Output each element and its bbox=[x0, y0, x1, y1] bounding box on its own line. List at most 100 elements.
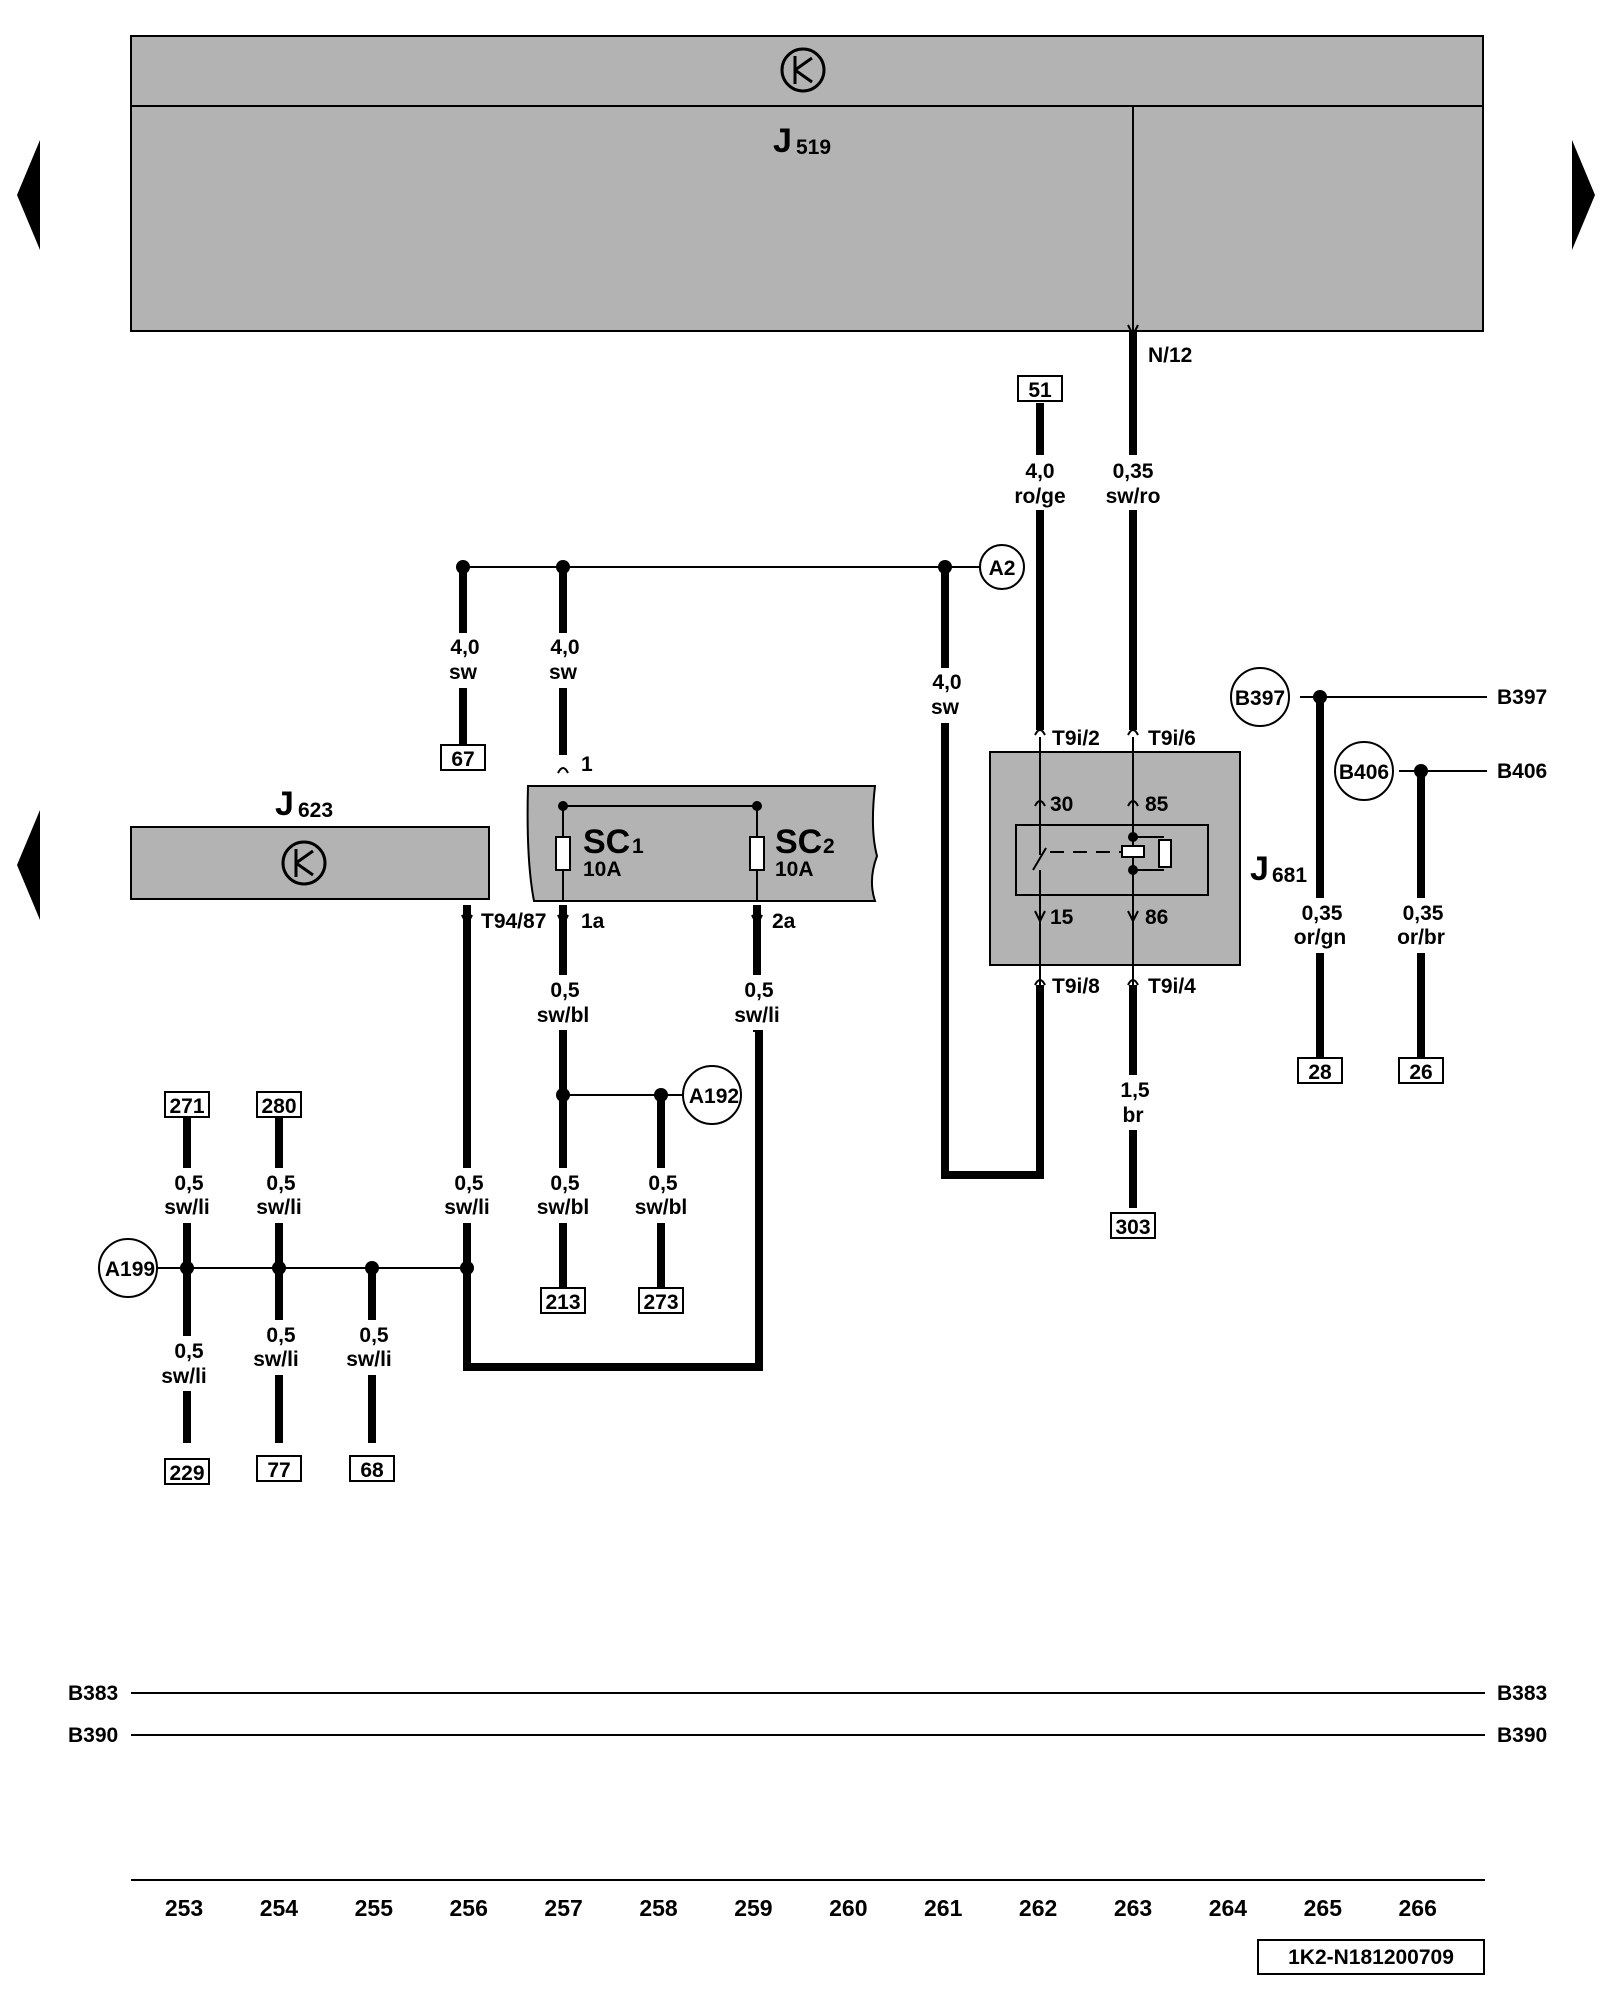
bus-b390-right: B390 bbox=[1497, 1724, 1547, 1747]
wire-266-size: 0,35 bbox=[1403, 902, 1444, 925]
ref-213: 213 bbox=[545, 1291, 580, 1314]
prev-page-arrow-icon[interactable] bbox=[17, 140, 40, 250]
wire-262-size: 4,0 bbox=[1025, 460, 1054, 483]
node-b406: B406 bbox=[1334, 741, 1394, 801]
ref-51: 51 bbox=[1028, 379, 1052, 402]
ref-67: 67 bbox=[451, 748, 474, 771]
pin-t9i6: T9i/6 bbox=[1148, 727, 1196, 750]
wire-261-size: 4,0 bbox=[932, 671, 961, 694]
fuse-sc1-icon bbox=[555, 836, 571, 871]
ref-303: 303 bbox=[1115, 1216, 1150, 1239]
wire-255-down-size: 0,5 bbox=[359, 1324, 389, 1347]
wire-256-low-color: sw/li bbox=[444, 1196, 490, 1219]
document-id: 1K2-N181200709 bbox=[1288, 1946, 1454, 1969]
wire-265-size: 0,35 bbox=[1302, 902, 1343, 925]
ref-271: 271 bbox=[169, 1095, 204, 1118]
sc2-subscript: 2 bbox=[823, 835, 835, 858]
wire-263-size: 0,35 bbox=[1113, 460, 1154, 483]
wire-259-mid-size: 0,5 bbox=[744, 979, 774, 1002]
reference-boxes: 51 67 28 26 303 271 280 213 273 229 77 6… bbox=[164, 375, 1444, 1485]
axis-label-258: 258 bbox=[639, 1895, 678, 1921]
axis-label-263: 263 bbox=[1114, 1895, 1152, 1921]
j681-subscript: 681 bbox=[1272, 864, 1307, 887]
splice-dots bbox=[180, 560, 1428, 1275]
j681-relay: J 681 bbox=[989, 737, 1307, 985]
j519-letter: J bbox=[773, 122, 792, 160]
pin-relay85: 85 bbox=[1145, 793, 1169, 816]
j623-control-unit: J 623 bbox=[130, 785, 490, 900]
wire-257-low-color: sw/bl bbox=[537, 1196, 590, 1219]
wire-265-color: or/gn bbox=[1294, 926, 1347, 949]
node-a192-label: A192 bbox=[689, 1085, 739, 1108]
bus-b390-left: B390 bbox=[68, 1724, 118, 1747]
wire-254-up-color: sw/li bbox=[256, 1196, 302, 1219]
j623-letter: J bbox=[275, 785, 294, 823]
node-b397: B397 bbox=[1230, 667, 1290, 727]
relay-diode-icon bbox=[1158, 839, 1172, 868]
wire-262-color: ro/ge bbox=[1014, 485, 1065, 508]
j519-control-unit: J 519 bbox=[130, 35, 1484, 332]
axis-label-259: 259 bbox=[734, 1895, 772, 1921]
sc1-name: SC bbox=[583, 823, 630, 861]
node-a2: A2 bbox=[979, 544, 1025, 590]
bus-lines: B383 B383 B390 B390 bbox=[68, 1682, 1547, 1747]
ref-273: 273 bbox=[643, 1291, 678, 1314]
ref-77: 77 bbox=[267, 1459, 290, 1482]
pin-t9i8: T9i/8 bbox=[1052, 975, 1100, 998]
pin-sc1-out: 1a bbox=[581, 910, 605, 933]
pin-t94-87: T94/87 bbox=[481, 910, 546, 933]
axis-label-255: 255 bbox=[355, 1895, 394, 1921]
sc2-rating: 10A bbox=[775, 858, 814, 881]
bus-b383-right: B383 bbox=[1497, 1682, 1547, 1705]
ref-28: 28 bbox=[1308, 1061, 1332, 1084]
fuse-holder-sc: SC 1 10A SC 2 10A bbox=[526, 785, 879, 902]
relay-coil-icon bbox=[1121, 845, 1145, 858]
pin-t9i2: T9i/2 bbox=[1052, 727, 1100, 750]
wire-263-color: sw/ro bbox=[1106, 485, 1161, 508]
node-a199-label: A199 bbox=[105, 1258, 155, 1281]
wire-258-low-color: sw/bl bbox=[635, 1196, 688, 1219]
sc1-subscript: 1 bbox=[632, 835, 644, 858]
node-b397-label: B397 bbox=[1235, 687, 1285, 710]
next-page-arrow-icon[interactable] bbox=[1572, 140, 1595, 250]
axis-label-253: 253 bbox=[165, 1895, 203, 1921]
wire-254-up-size: 0,5 bbox=[266, 1172, 296, 1195]
prev-page-arrow-icon-lower[interactable] bbox=[17, 810, 40, 920]
pin-t9i4: T9i/4 bbox=[1148, 975, 1196, 998]
wires bbox=[157, 331, 1487, 1443]
axis-label-257: 257 bbox=[544, 1895, 582, 1921]
pin-n12: N/12 bbox=[1148, 344, 1192, 367]
connector-marks bbox=[461, 324, 1139, 986]
wire-253-up-color: sw/li bbox=[164, 1196, 210, 1219]
axis-label-261: 261 bbox=[924, 1895, 963, 1921]
wire-256-top-size: 4,0 bbox=[450, 636, 479, 659]
ref-26: 26 bbox=[1409, 1061, 1432, 1084]
ref-280: 280 bbox=[261, 1095, 296, 1118]
pin-sc-in: 1 bbox=[581, 753, 593, 776]
wire-253-up-size: 0,5 bbox=[174, 1172, 204, 1195]
wire-261-color: sw bbox=[931, 696, 960, 719]
axis-label-262: 262 bbox=[1019, 1895, 1057, 1921]
control-unit-symbol-icon bbox=[281, 840, 327, 886]
control-unit-symbol-icon bbox=[780, 47, 826, 93]
wire-263-low-color: br bbox=[1123, 1104, 1144, 1127]
wire-258-low-size: 0,5 bbox=[648, 1172, 678, 1195]
pin-relay15: 15 bbox=[1050, 906, 1074, 929]
j623-subscript: 623 bbox=[298, 799, 333, 822]
wire-253-down-size: 0,5 bbox=[174, 1340, 204, 1363]
ref-68: 68 bbox=[360, 1459, 384, 1482]
j519-subscript: 519 bbox=[796, 136, 831, 159]
bus-b383-left: B383 bbox=[68, 1682, 118, 1705]
wire-254-down-color: sw/li bbox=[253, 1348, 299, 1371]
wire-257-mid-size: 0,5 bbox=[550, 979, 580, 1002]
axis-label-264: 264 bbox=[1209, 1895, 1248, 1921]
wire-labels: 4,0 ro/ge 0,35 sw/ro 4,0 sw 4,0 sw 4,0 s… bbox=[152, 455, 1458, 1391]
document-id-box: 1K2-N181200709 bbox=[1257, 1939, 1485, 1975]
axis-label-254: 254 bbox=[260, 1895, 299, 1921]
ref-229: 229 bbox=[169, 1462, 204, 1485]
node-a199: A199 bbox=[98, 1238, 158, 1298]
relay-switch-icon bbox=[1032, 847, 1047, 871]
bus-b406-right: B406 bbox=[1497, 760, 1547, 783]
